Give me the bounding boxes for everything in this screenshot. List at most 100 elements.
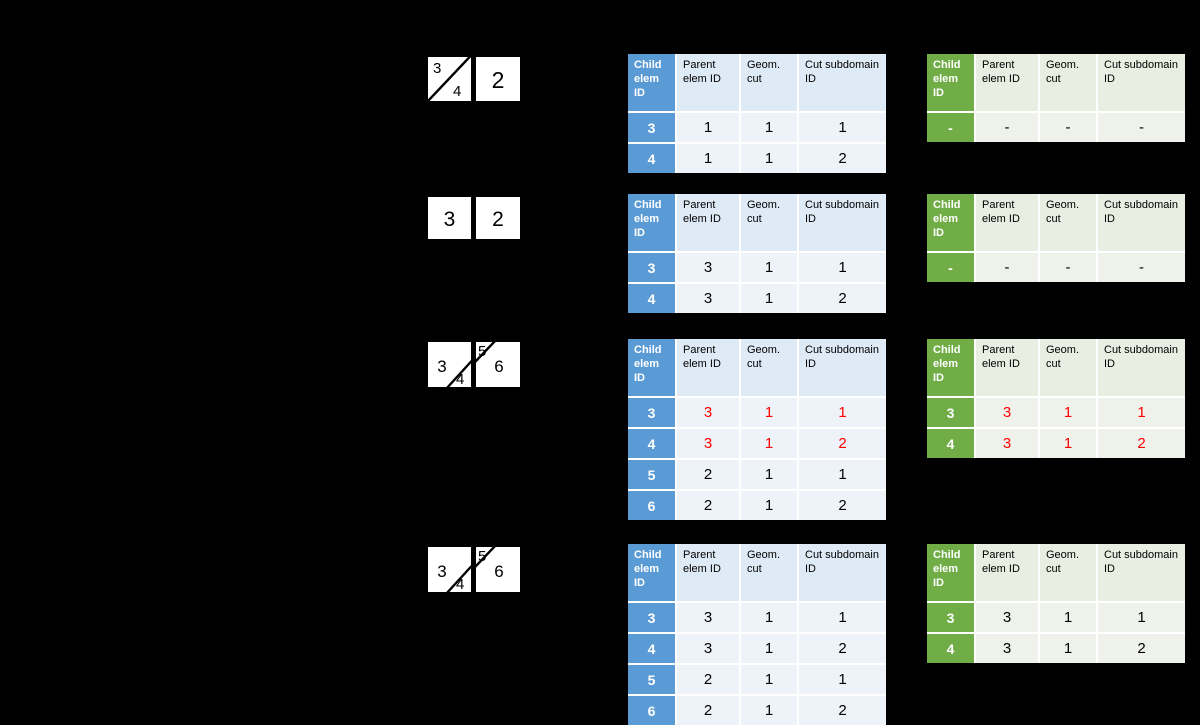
cut-line-right xyxy=(474,546,497,568)
elem-label-2: 2 xyxy=(492,208,504,231)
header-parent-elem-id: Parent elem ID xyxy=(974,193,1040,253)
right-element-square xyxy=(476,547,520,592)
child-elem-label-3: 3 xyxy=(437,357,446,376)
cut-line-right xyxy=(474,341,497,363)
parent-elem-id-value: 3 xyxy=(675,282,741,314)
header-parent-elem-id: Parent elem ID xyxy=(974,543,1040,603)
child-elem-id-cell: 4 xyxy=(926,427,976,459)
geom-cut-value: 1 xyxy=(739,632,799,665)
geom-cut-value: 1 xyxy=(739,663,799,696)
geom-cut-value: 1 xyxy=(739,427,799,460)
geom-cut-value: 1 xyxy=(739,458,799,491)
header-geom-cut: Geom. cut xyxy=(1038,543,1098,603)
right-element-square xyxy=(476,197,520,239)
child-elem-label-6: 6 xyxy=(494,562,503,581)
parent-elem-id-value: 1 xyxy=(675,111,741,144)
cut-line-left xyxy=(445,564,474,594)
cut-subdomain-id-value: 1 xyxy=(797,251,887,284)
header-cut-subdomain-id: Cut subdomain ID xyxy=(797,193,887,253)
child-elem-label-4: 4 xyxy=(456,371,464,388)
header-child-elem-id: Child elem ID xyxy=(926,543,976,603)
header-child-elem-id: Child elem ID xyxy=(926,193,976,253)
geom-cut-value: - xyxy=(1038,111,1098,143)
geom-cut-value: 1 xyxy=(739,601,799,634)
header-parent-elem-id: Parent elem ID xyxy=(675,193,741,253)
cut-subdomain-id-value: 2 xyxy=(797,632,887,665)
child-elem-label-5: 5 xyxy=(478,548,486,565)
header-parent-elem-id: Parent elem ID xyxy=(675,53,741,113)
header-cut-subdomain-id: Cut subdomain ID xyxy=(797,338,887,398)
header-parent-elem-id: Parent elem ID xyxy=(675,543,741,603)
mesh-elements-diagram: 3 4 5 6 xyxy=(428,546,520,594)
table-row: ---- xyxy=(926,111,1186,143)
header-parent-elem-id: Parent elem ID xyxy=(974,53,1040,113)
parent-elem-id-value: 2 xyxy=(675,663,741,696)
header-geom-cut: Geom. cut xyxy=(1038,53,1098,113)
cut-subdomain-id-value: 1 xyxy=(797,663,887,696)
geom-cut-value: 1 xyxy=(739,489,799,521)
table-row: ---- xyxy=(926,251,1186,283)
cut-subdomain-id-value: 2 xyxy=(1096,427,1186,459)
child-elem-id-cell: 3 xyxy=(926,601,976,634)
cut-subdomain-id-value: - xyxy=(1096,251,1186,283)
header-cut-subdomain-id: Cut subdomain ID xyxy=(1096,193,1186,253)
child-elem-id-cell: 4 xyxy=(627,427,677,460)
header-cut-subdomain-id: Cut subdomain ID xyxy=(797,53,887,113)
right-element-square xyxy=(476,57,520,101)
child-elem-id-cell: - xyxy=(926,111,976,143)
parent-elem-id-value: 2 xyxy=(675,458,741,491)
header-child-elem-id: Child elem ID xyxy=(627,193,677,253)
geom-cut-value: 1 xyxy=(739,282,799,314)
parent-elem-id-value: 3 xyxy=(675,396,741,429)
header-child-elem-id: Child elem ID xyxy=(926,53,976,113)
parent-elem-id-value: 3 xyxy=(974,427,1040,459)
header-cut-subdomain-id: Cut subdomain ID xyxy=(1096,53,1186,113)
geom-cut-value: 1 xyxy=(1038,427,1098,459)
child-elem-id-cell: 5 xyxy=(627,458,677,491)
cut-line xyxy=(428,56,472,103)
header-parent-elem-id: Parent elem ID xyxy=(974,338,1040,398)
header-cut-subdomain-id: Cut subdomain ID xyxy=(1096,543,1186,603)
header-cut-subdomain-id: Cut subdomain ID xyxy=(1096,338,1186,398)
child-elem-id-cell: 6 xyxy=(627,694,677,725)
header-child-elem-id: Child elem ID xyxy=(627,543,677,603)
geom-cut-value: 1 xyxy=(739,251,799,284)
left-element-square xyxy=(428,547,471,592)
child-elem-id-cell: 5 xyxy=(627,663,677,696)
child-elem-label-6: 6 xyxy=(494,357,503,376)
header-geom-cut: Geom. cut xyxy=(739,193,799,253)
cut-subdomain-id-value: 1 xyxy=(1096,601,1186,634)
cut-line-left xyxy=(445,359,474,389)
header-parent-elem-id: Parent elem ID xyxy=(675,338,741,398)
child-elem-id-cell: 3 xyxy=(627,601,677,634)
parent-elem-id-value: 1 xyxy=(675,142,741,174)
child-elem-id-cell: 3 xyxy=(627,251,677,284)
mesh-elements-diagram: 3 2 xyxy=(428,197,520,239)
elem-label-2: 2 xyxy=(492,67,505,93)
geom-cut-value: 1 xyxy=(739,396,799,429)
parent-elem-id-value: 3 xyxy=(675,632,741,665)
child-elem-label-3: 3 xyxy=(433,60,441,77)
